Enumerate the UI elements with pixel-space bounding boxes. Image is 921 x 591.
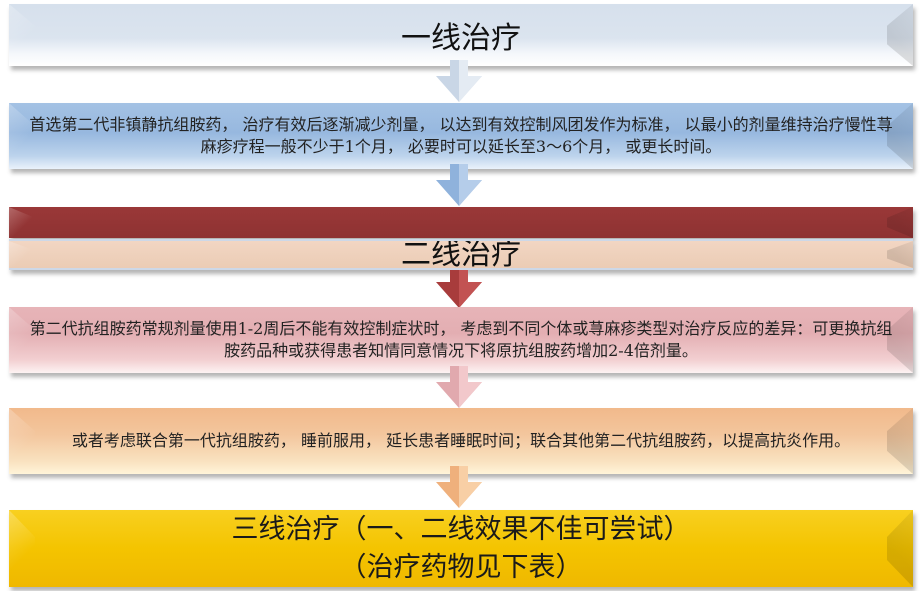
second-line-title: 二线治疗	[401, 239, 521, 270]
first-line-treatment-box: 一线治疗	[9, 4, 913, 66]
down-arrow-icon	[432, 60, 486, 102]
second-line-header-band	[9, 207, 913, 238]
third-line-subtitle: （治疗药物见下表）	[339, 551, 583, 583]
second-line-option-2: 或者考虑联合第一代抗组胺药， 睡前服用， 延长患者睡眠时间；联合其他第二代抗组胺…	[71, 431, 851, 450]
third-line-treatment-box: 三线治疗（一、二线效果不佳可尝试） （治疗药物见下表）	[9, 510, 913, 587]
second-line-option-1: 第二代抗组胺药常规剂量使用1-2周后不能有效控制症状时， 考虑到不同个体或荨麻疹…	[29, 319, 893, 360]
down-arrow-icon	[432, 366, 486, 408]
first-line-description: 首选第二代非镇静抗组胺药， 治疗有效后逐渐减少剂量， 以达到有效控制风团发作为标…	[29, 115, 893, 156]
second-line-option-2-box: 或者考虑联合第一代抗组胺药， 睡前服用， 延长患者睡眠时间；联合其他第二代抗组胺…	[9, 408, 913, 474]
second-line-option-1-box: 第二代抗组胺药常规剂量使用1-2周后不能有效控制症状时， 考虑到不同个体或荨麻疹…	[9, 307, 913, 373]
first-line-description-box: 首选第二代非镇静抗组胺药， 治疗有效后逐渐减少剂量， 以达到有效控制风团发作为标…	[9, 103, 913, 169]
second-line-treatment-box: 二线治疗	[9, 239, 913, 270]
down-arrow-icon	[432, 164, 486, 206]
down-arrow-icon	[432, 270, 486, 308]
first-line-title: 一线治疗	[401, 21, 521, 56]
third-line-title: 三线治疗（一、二线效果不佳可尝试）	[231, 513, 691, 545]
down-arrow-icon	[432, 466, 486, 508]
